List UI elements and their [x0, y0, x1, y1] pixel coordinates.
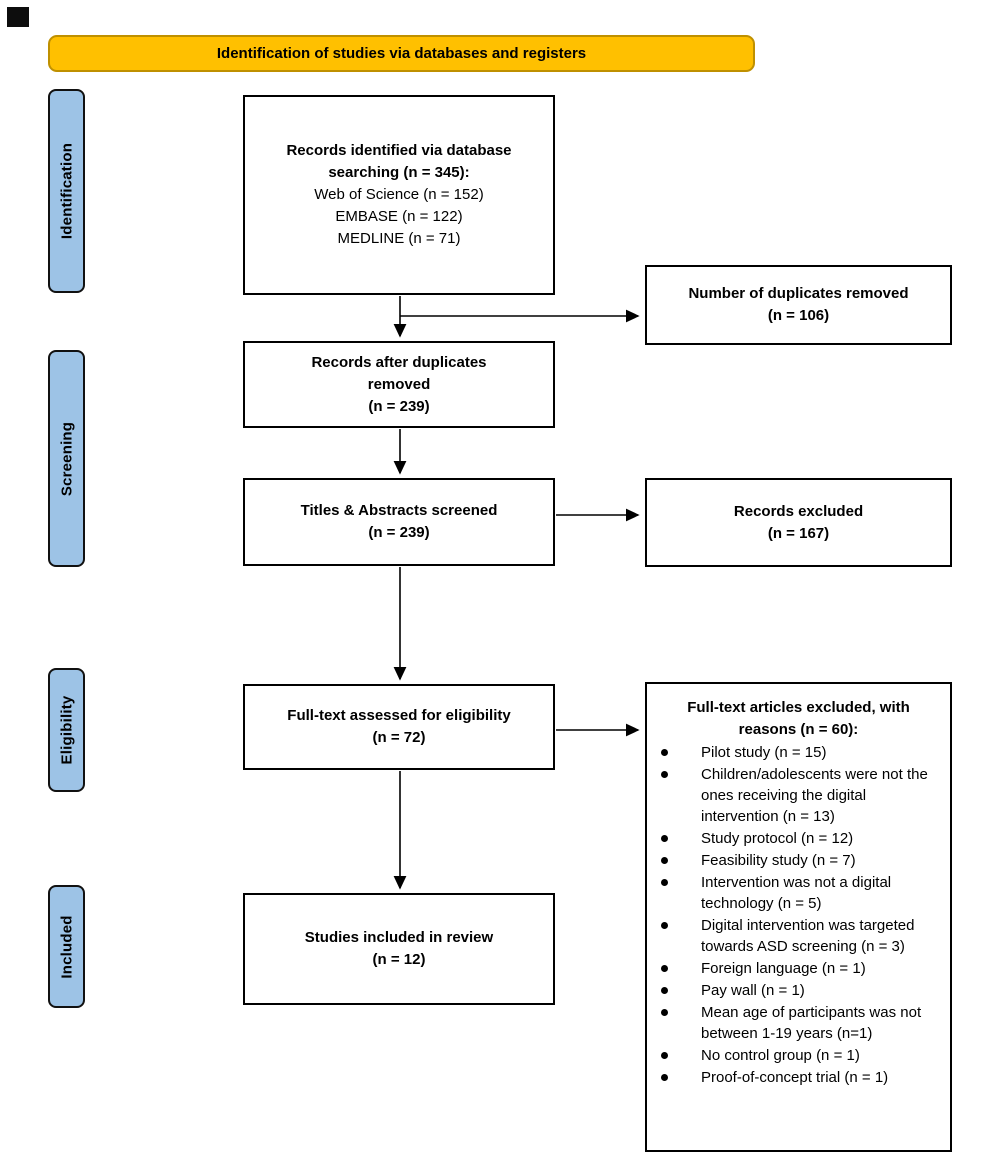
box-text-line: (n = 167) — [767, 524, 830, 542]
box-text-line: Records identified via database — [286, 142, 512, 159]
exclusion-reason-item: Intervention was not a digital technolog… — [653, 872, 944, 914]
box-text-line: MEDLINE (n = 71) — [337, 230, 461, 247]
exclusion-reason-item: Study protocol (n = 12) — [653, 828, 944, 849]
box-text-line: reasons (n = 60): — [738, 721, 859, 738]
stage-screening-label: Screening — [58, 421, 75, 496]
exclusion-reason-item: Foreign language (n = 1) — [653, 958, 944, 979]
box-text-line: searching (n = 345): — [328, 164, 470, 181]
exclusion-reasons-list: Pilot study (n = 15) Children/adolescent… — [653, 742, 944, 1089]
box-text-line: removed — [367, 375, 431, 393]
box-text-line: Full-text assessed for eligibility — [287, 707, 511, 724]
fulltext-assessed-box: Full-text assessed for eligibility (n = … — [243, 684, 555, 770]
exclusion-reason-item: Proof-of-concept trial (n = 1) — [653, 1067, 944, 1088]
bullet-icon — [661, 922, 668, 929]
exclusion-reason-item: Digital intervention was targeted toward… — [653, 915, 944, 957]
bullet-icon — [661, 1009, 668, 1016]
box-text-line: EMBASE (n = 122) — [335, 208, 463, 225]
exclusion-reason-item: Pilot study (n = 15) — [653, 742, 944, 763]
bullet-icon — [661, 965, 668, 972]
studies-included-box: Studies included in review (n = 12) — [243, 893, 555, 1005]
stage-eligibility: Eligibility — [48, 668, 85, 792]
bullet-icon — [661, 857, 668, 864]
stage-included: Included — [48, 885, 85, 1008]
box-text-line: Number of duplicates removed — [688, 285, 909, 302]
exclusion-reason-item: Children/adolescents were not the ones r… — [653, 764, 944, 827]
fulltext-excluded-box: Full-text articles excluded, with reason… — [645, 682, 952, 1152]
box-text-line: (n = 239) — [368, 524, 430, 541]
bullet-icon — [661, 1074, 668, 1081]
banner-label: Identification of studies via databases … — [216, 45, 587, 62]
stage-identification-label: Identification — [58, 142, 75, 240]
stage-eligibility-label: Eligibility — [58, 695, 75, 765]
exclusion-reason-item: Feasibility study (n = 7) — [653, 850, 944, 871]
stage-screening: Screening — [48, 350, 85, 567]
bullet-icon — [661, 879, 668, 886]
box-text-line: Records excluded — [733, 502, 864, 520]
box-text-line: (n = 106) — [767, 307, 830, 324]
exclusion-reason-item: Mean age of participants was not between… — [653, 1002, 944, 1044]
stage-identification: Identification — [48, 89, 85, 293]
stage-included-label: Included — [58, 914, 75, 979]
records-excluded-box: Records excluded (n = 167) — [645, 478, 952, 567]
box-text-line: Web of Science (n = 152) — [314, 186, 484, 203]
box-text-line: Studies included in review — [304, 929, 494, 946]
bullet-icon — [661, 771, 668, 778]
bullet-icon — [661, 1052, 668, 1059]
after-duplicates-box: Records after duplicates removed (n = 23… — [243, 341, 555, 428]
records-identified-box: Records identified via database searchin… — [243, 95, 555, 295]
bullet-icon — [661, 987, 668, 994]
exclusion-reason-item: Pay wall (n = 1) — [653, 980, 944, 1001]
corner-mark — [7, 7, 29, 27]
box-text-line: Full-text articles excluded, with — [687, 699, 910, 716]
box-text-line: (n = 239) — [368, 397, 430, 415]
box-text-line: (n = 72) — [372, 729, 426, 746]
bullet-icon — [661, 835, 668, 842]
box-text-line: Records after duplicates — [311, 353, 487, 371]
titles-abstracts-screened-box: Titles & Abstracts screened (n = 239) — [243, 478, 555, 566]
box-text-line: Titles & Abstracts screened — [300, 502, 498, 519]
banner: Identification of studies via databases … — [48, 35, 755, 72]
duplicates-removed-box: Number of duplicates removed (n = 106) — [645, 265, 952, 345]
exclusion-reason-item: No control group (n = 1) — [653, 1045, 944, 1066]
bullet-icon — [661, 749, 668, 756]
box-text-line: (n = 12) — [372, 951, 426, 968]
